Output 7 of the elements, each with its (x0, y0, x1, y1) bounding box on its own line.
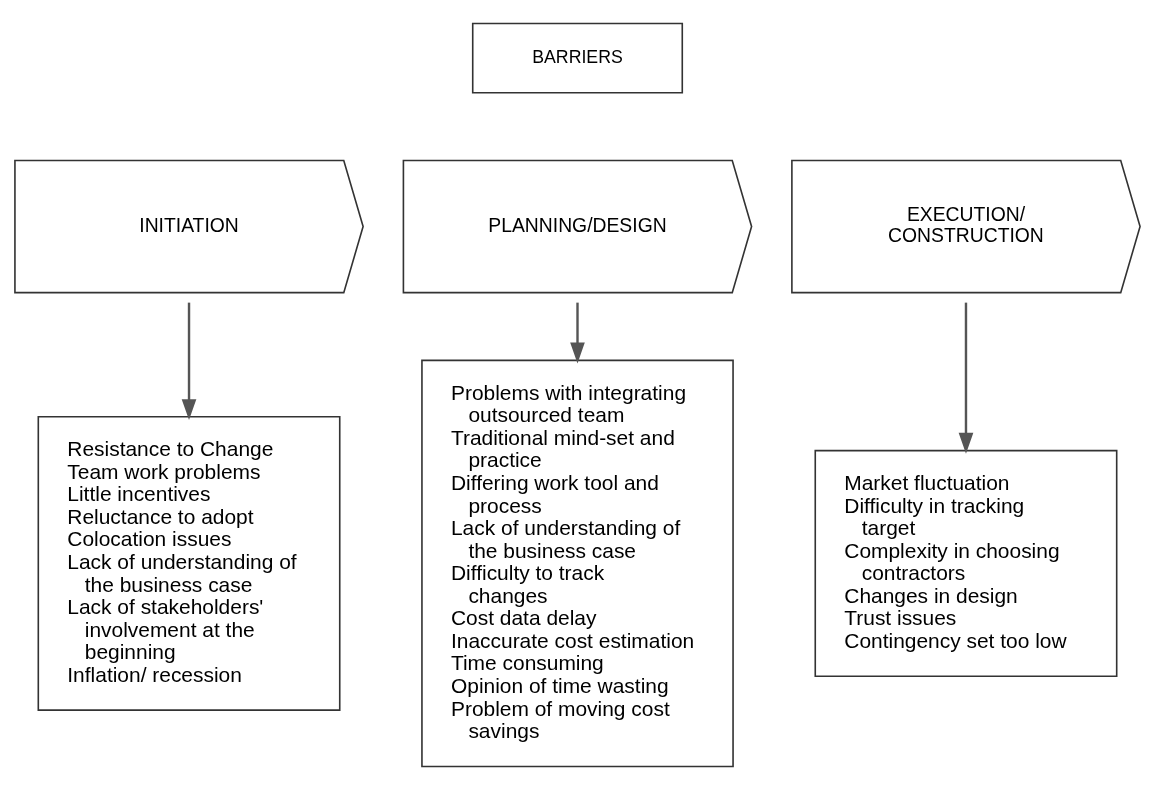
node-box: Resistance to Change Team work problems Little incentives Reluctance to adopt Colocation issues Lack of understanding of the business case Lack of stakeholders' involvement at the beginning Inflation/ recession (37, 415, 341, 711)
arrow (958, 302, 974, 454)
node-box: Problems with integrating outsourced team Traditional mind-set and practice Differing work tool and process Lack of understanding of the business case Difficulty to track changes Cost data delay Inaccurate cost estimation Time consuming Opinion of time wasting Problem of moving cost savings (421, 359, 734, 767)
node-box: BARRIERS (471, 22, 684, 94)
arrow (570, 302, 585, 363)
arrow (181, 302, 197, 420)
node-box: Market fluctuation Difficulty in tracking target Complexity in choosing contractors Changes in design Trust issues Contingency set too low (814, 449, 1118, 677)
